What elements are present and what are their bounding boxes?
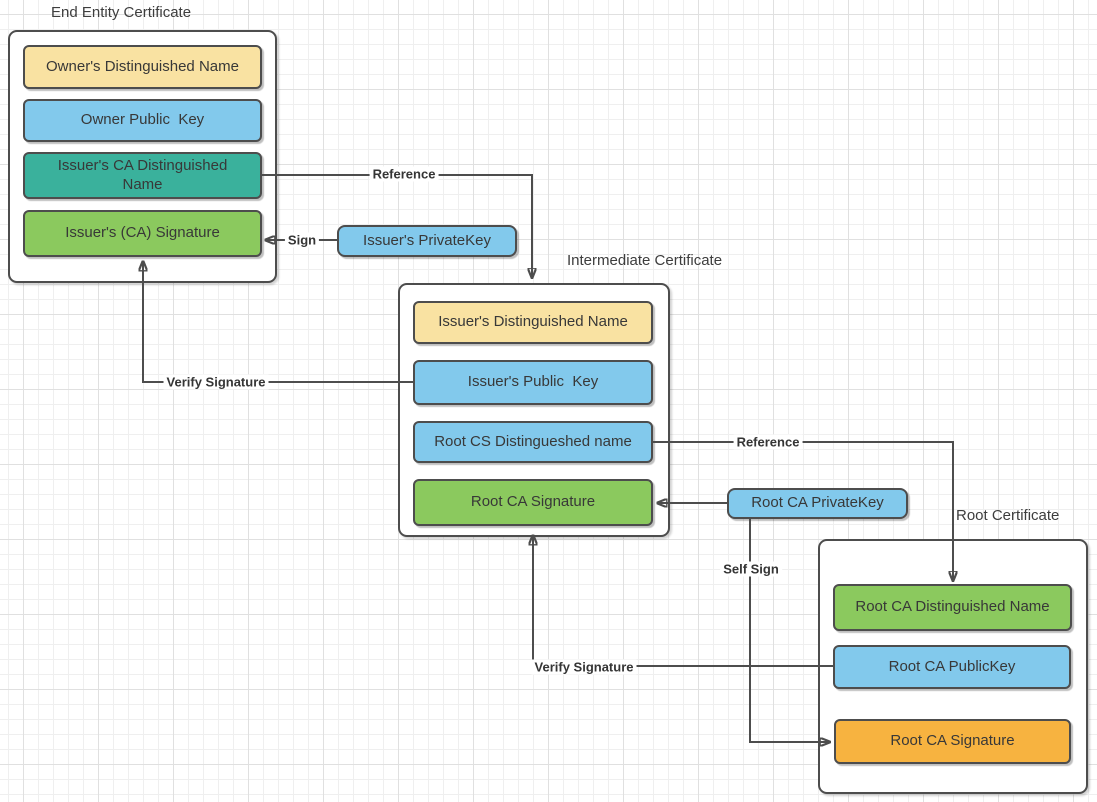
field-root-cs-distingueshed-name: Root CS Distingueshed name bbox=[413, 421, 653, 463]
edge-label-verify-signature-1: Verify Signature bbox=[163, 374, 269, 390]
field-root-ca-distinguished-name: Root CA Distinguished Name bbox=[833, 584, 1072, 631]
edge-label-sign: Sign bbox=[284, 232, 320, 248]
field-issuers-distinguished-name: Issuer's Distinguished Name bbox=[413, 301, 653, 344]
field-issuers-ca-distinguished-name: Issuer's CA Distinguished Name bbox=[23, 152, 262, 199]
edge-label-verify-signature-2: Verify Signature bbox=[531, 659, 637, 675]
field-owner-public-key: Owner Public Key bbox=[23, 99, 262, 142]
edge-label-reference-1: Reference bbox=[369, 166, 439, 182]
field-issuers-ca-signature: Issuer's (CA) Signature bbox=[23, 210, 262, 257]
intermediate-certificate: Issuer's Distinguished Name Issuer's Pub… bbox=[398, 283, 670, 537]
field-issuers-public-key: Issuer's Public Key bbox=[413, 360, 653, 405]
connector-reference-to-root bbox=[653, 441, 953, 579]
edge-label-reference-2: Reference bbox=[733, 434, 803, 450]
end-entity-certificate: Owner's Distinguished Name Owner Public … bbox=[8, 30, 277, 283]
connector-verify-signature-root bbox=[533, 537, 833, 667]
root-ca-privatekey-box: Root CA PrivateKey bbox=[727, 488, 908, 519]
intermediate-certificate-label: Intermediate Certificate bbox=[567, 252, 723, 269]
field-owners-distinguished-name: Owner's Distinguished Name bbox=[23, 45, 262, 89]
field-root-ca-signature-root: Root CA Signature bbox=[834, 719, 1071, 764]
root-certificate-label: Root Certificate bbox=[956, 507, 1060, 524]
connector-verify-signature-end-entity bbox=[143, 263, 413, 383]
edge-label-self-sign: Self Sign bbox=[720, 561, 782, 577]
issuers-privatekey-box: Issuer's PrivateKey bbox=[337, 225, 517, 257]
connector-self-sign bbox=[749, 519, 828, 742]
connector-reference-to-intermediate bbox=[262, 174, 532, 276]
end-entity-certificate-label: End Entity Certificate bbox=[51, 4, 192, 21]
field-root-ca-publickey: Root CA PublicKey bbox=[833, 645, 1071, 689]
field-root-ca-signature-intermediate: Root CA Signature bbox=[413, 479, 653, 526]
